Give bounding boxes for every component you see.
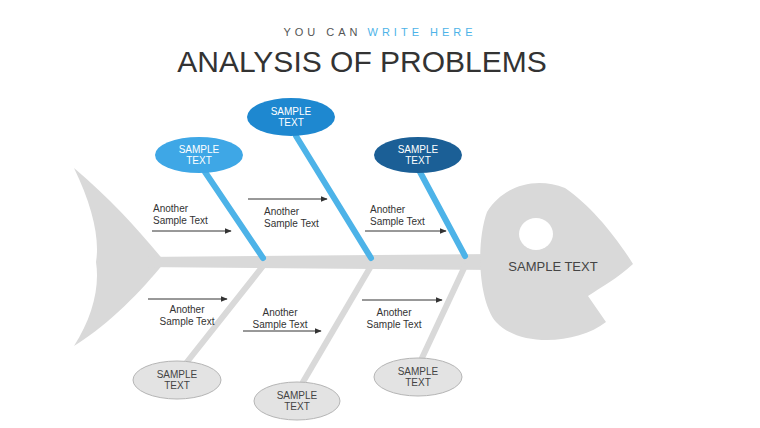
node-text-box: SAMPLE TEXT xyxy=(272,390,322,413)
cause-ellipse: SAMPLE TEXT xyxy=(246,97,336,137)
cause-arrow xyxy=(365,231,446,232)
fish-spine xyxy=(140,254,495,270)
cause-note: Another Sample Text xyxy=(155,304,219,328)
node-text-box: SAMPLE TEXT xyxy=(393,366,443,389)
cause-ellipse: SAMPLE TEXT xyxy=(253,381,341,421)
fish-head-label: SAMPLE TEXT xyxy=(482,254,624,280)
node-label: SAMPLE TEXT xyxy=(174,144,224,167)
cause-note: Another Sample Text xyxy=(362,307,426,331)
cause-ellipse: SAMPLE TEXT xyxy=(132,360,222,400)
ellipse-outline xyxy=(155,137,243,173)
cause-arrow xyxy=(243,331,321,332)
bone xyxy=(296,136,371,258)
bone xyxy=(422,266,465,358)
node-label: SAMPLE TEXT xyxy=(266,106,316,129)
bone xyxy=(205,172,263,258)
cause-ellipse: SAMPLE TEXT xyxy=(373,357,463,397)
cause-note: Another Sample Text xyxy=(153,203,217,227)
bone xyxy=(303,266,371,382)
top-bones xyxy=(205,136,465,258)
node-text-box: SAMPLE TEXT xyxy=(174,144,224,167)
cause-arrow xyxy=(248,199,327,200)
ellipse-outline xyxy=(254,382,340,420)
cause-arrows xyxy=(148,199,446,331)
bone xyxy=(420,172,465,256)
slide-title: ANALYSIS OF PROBLEMS xyxy=(0,45,724,79)
ellipse-outline xyxy=(133,361,221,399)
ellipse-outline xyxy=(247,98,335,136)
node-text-box: SAMPLE TEXT xyxy=(152,369,202,392)
fish-eye xyxy=(519,218,553,250)
node-text-box: SAMPLE TEXT xyxy=(393,144,443,167)
cause-arrow xyxy=(148,299,227,300)
node-label: SAMPLE TEXT xyxy=(393,144,443,167)
ellipse-outline xyxy=(374,137,462,173)
subtitle-text: YOU CAN xyxy=(283,26,361,38)
node-label: SAMPLE TEXT xyxy=(272,390,322,413)
ellipse-outline xyxy=(374,358,462,396)
cause-ellipse: SAMPLE TEXT xyxy=(154,136,244,174)
cause-arrow xyxy=(362,300,442,301)
cause-arrow xyxy=(152,231,231,232)
node-label: SAMPLE TEXT xyxy=(152,369,202,392)
cause-note: Another Sample Text xyxy=(264,206,328,230)
node-text-box: SAMPLE TEXT xyxy=(266,106,316,129)
node-label: SAMPLE TEXT xyxy=(508,260,597,275)
cause-note: Another Sample Text xyxy=(248,307,312,331)
node-text-box: SAMPLE TEXT xyxy=(508,260,597,275)
subtitle: YOU CAN WRITE HERE xyxy=(0,26,760,38)
node-label: SAMPLE TEXT xyxy=(393,366,443,389)
cause-note: Another Sample Text xyxy=(370,204,434,228)
subtitle-text: WRITE HERE xyxy=(368,26,477,38)
fish-head xyxy=(480,183,633,340)
cause-ellipse: SAMPLE TEXT xyxy=(373,136,463,174)
